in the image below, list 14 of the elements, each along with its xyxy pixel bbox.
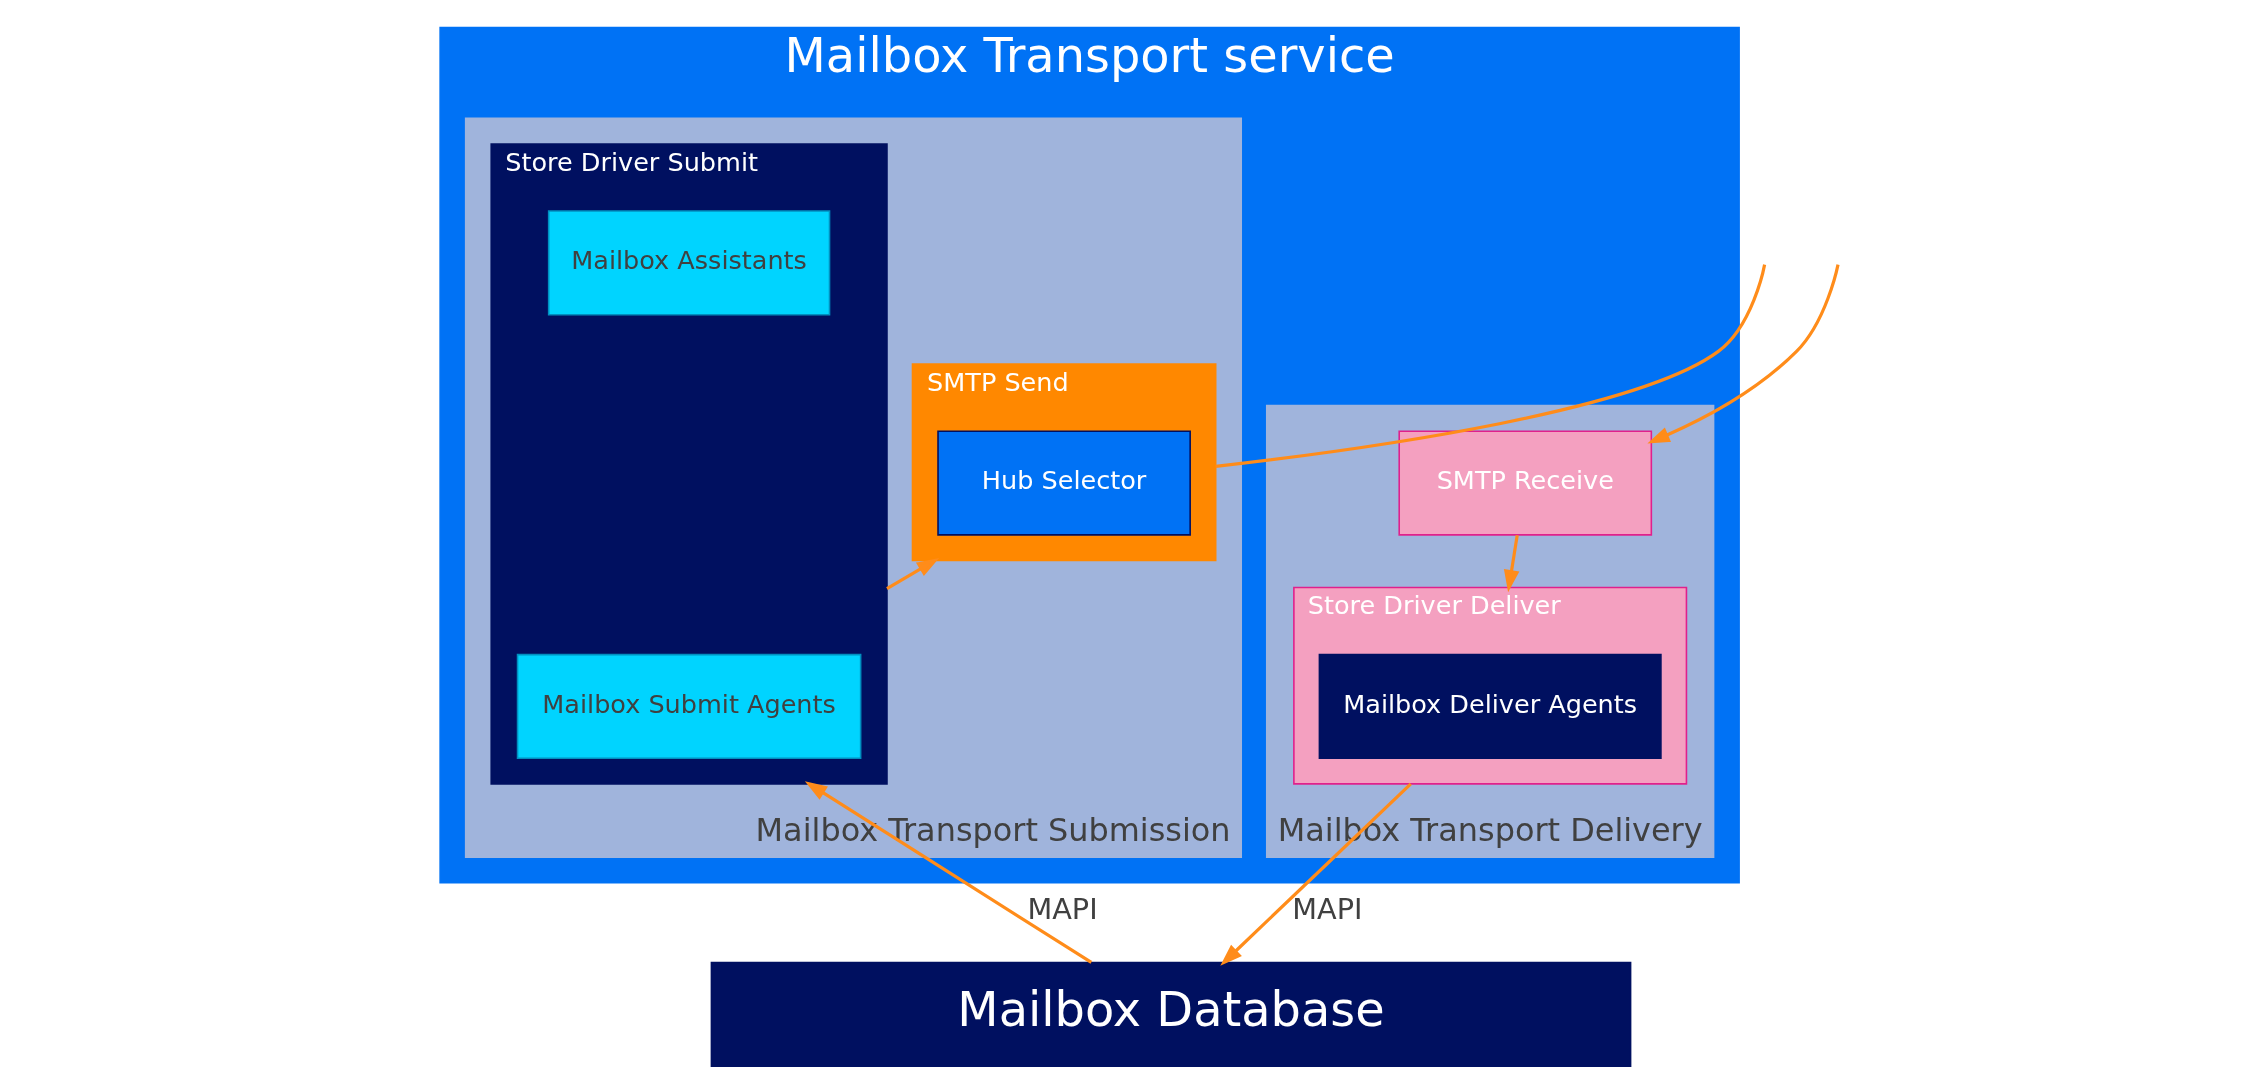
node-box: Mailbox Database xyxy=(710,961,1632,1068)
arrow xyxy=(1647,264,1840,444)
node-box: SMTP Receive xyxy=(1398,430,1653,536)
arrow xyxy=(1503,534,1520,593)
node-box: Mailbox Deliver Agents xyxy=(1318,653,1662,760)
node-box: Mailbox Submit Agents xyxy=(516,653,862,760)
connector xyxy=(1215,264,1767,468)
node-box: Mailbox Assistants xyxy=(547,210,831,316)
edge-label: MAPI xyxy=(1027,891,1098,926)
arrow xyxy=(1220,782,1412,966)
arrow xyxy=(804,781,1093,964)
edge-label: MAPI xyxy=(1292,891,1363,926)
arrow xyxy=(886,558,940,591)
node-box: Hub Selector xyxy=(937,430,1191,536)
